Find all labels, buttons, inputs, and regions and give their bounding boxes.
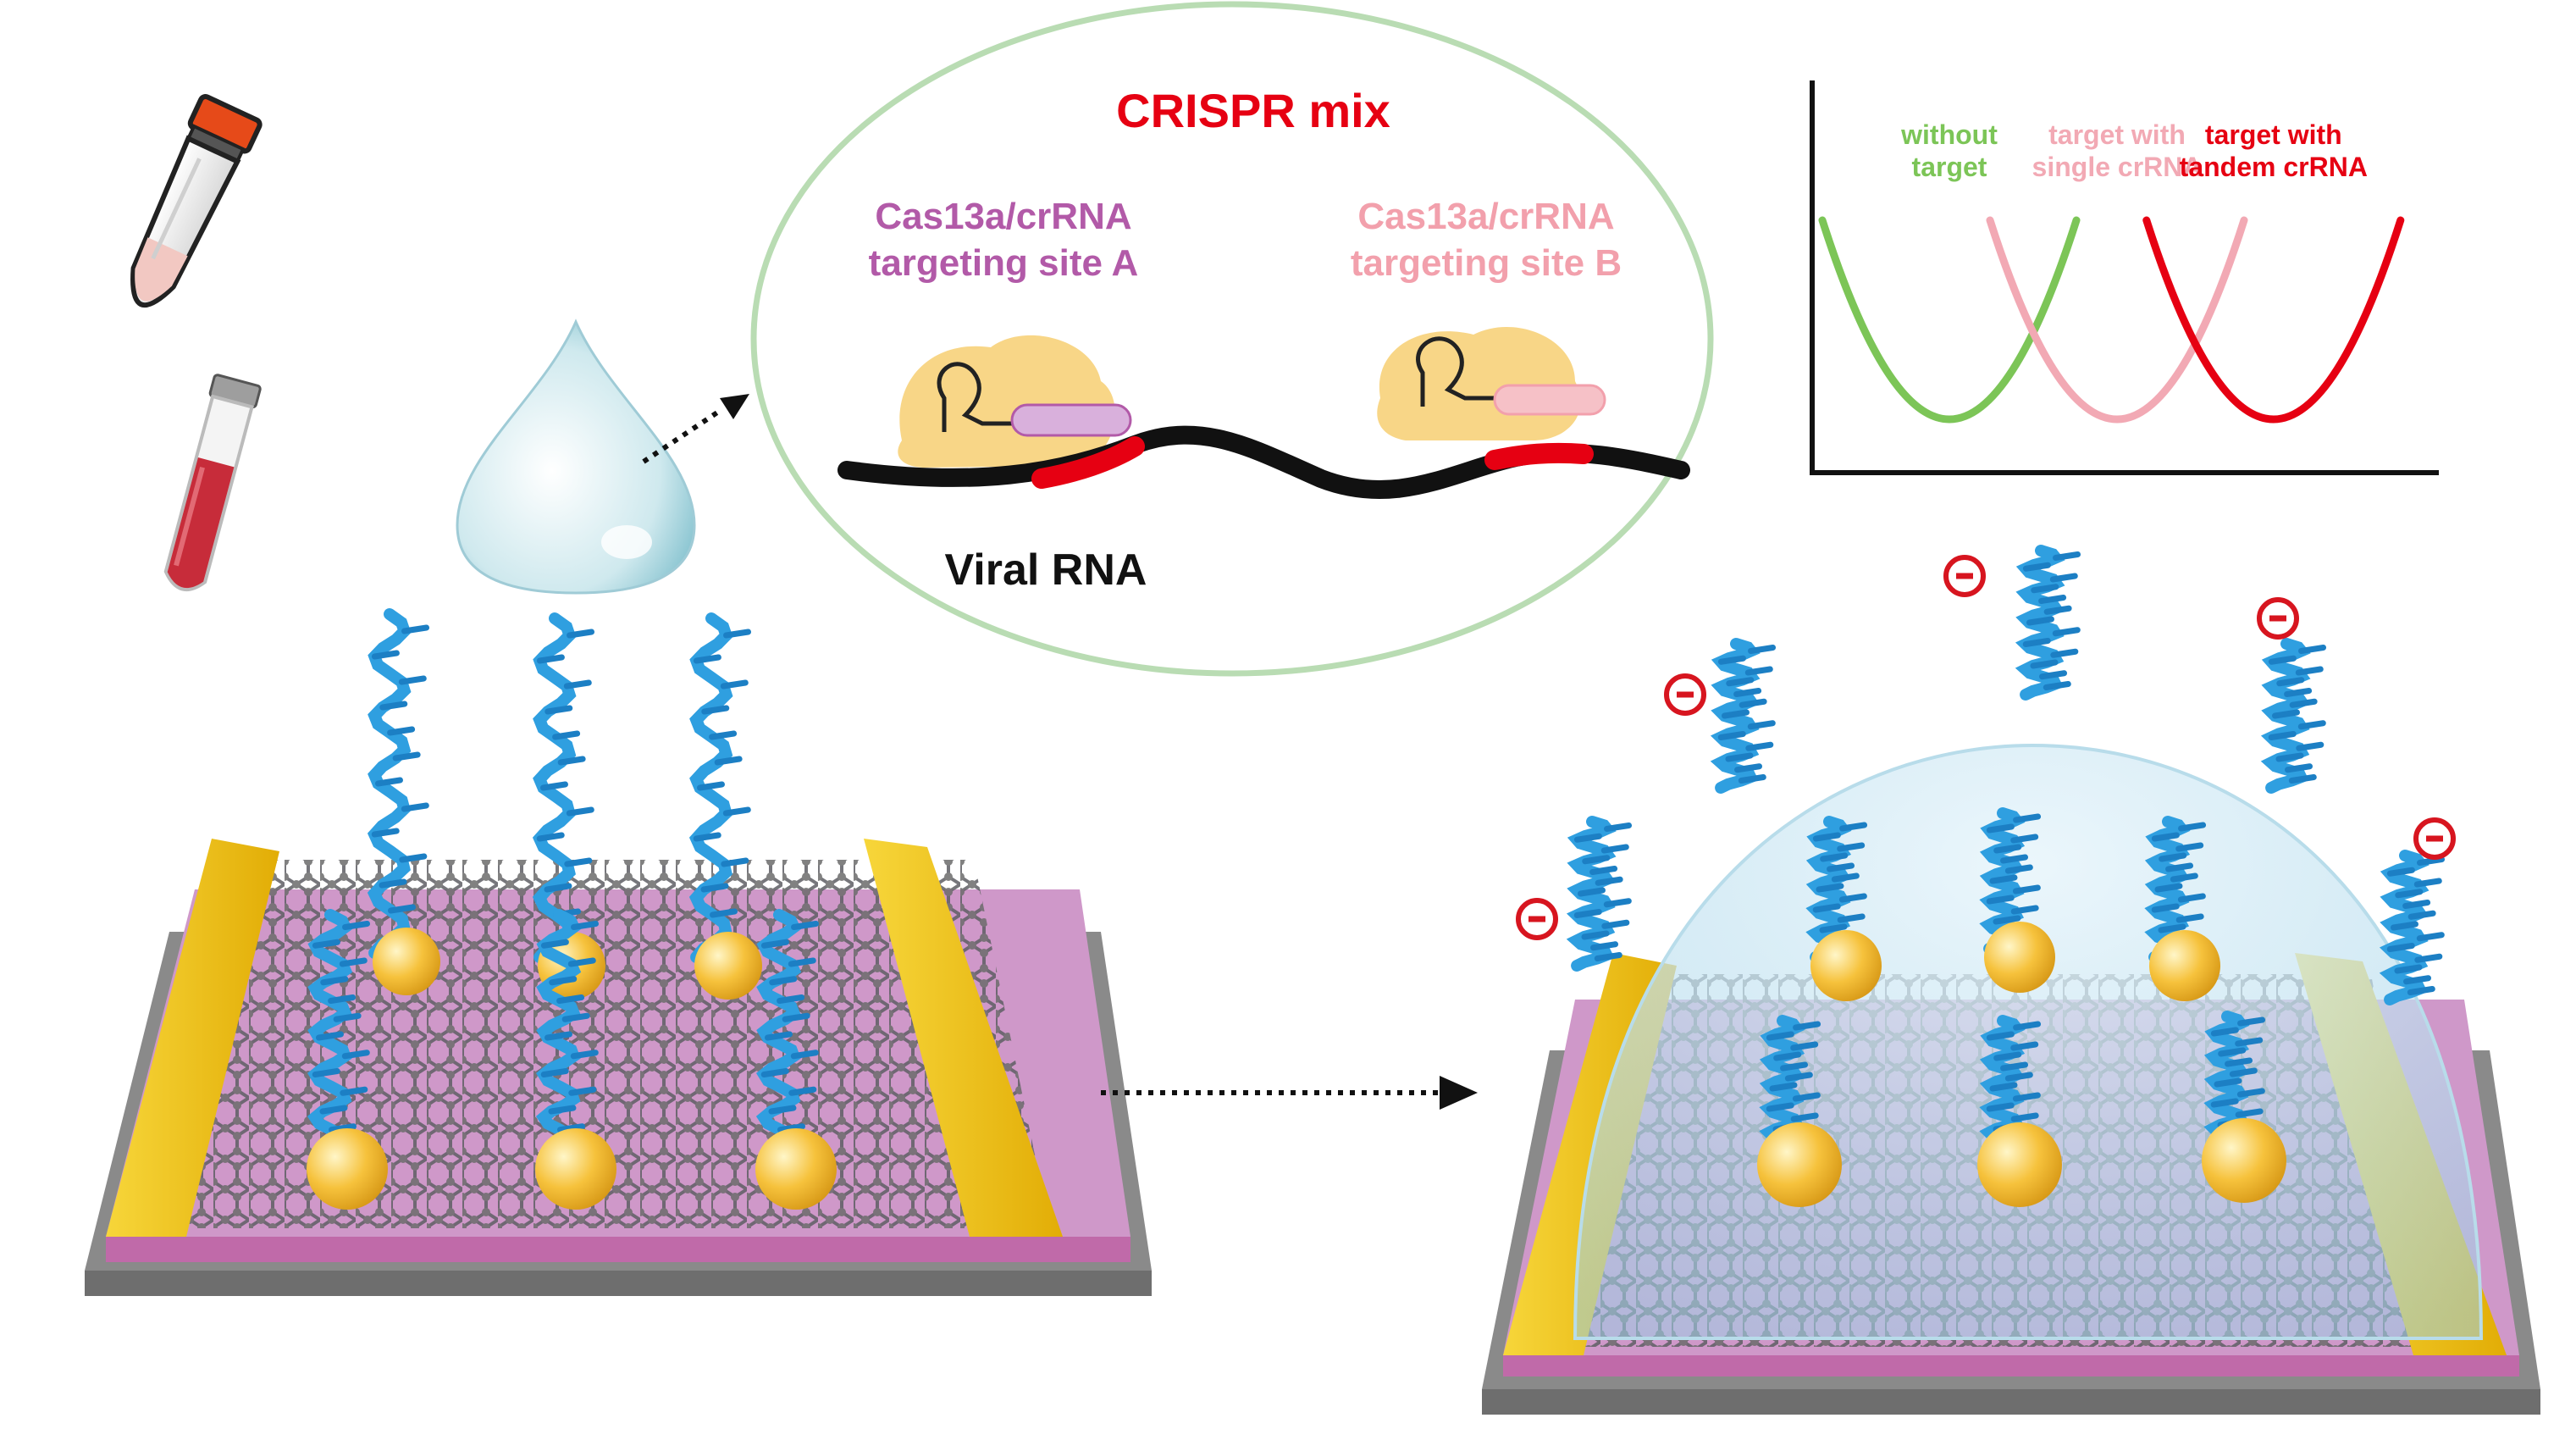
negative-charge-icon: [2257, 597, 2299, 640]
negative-charge-icon: [1516, 898, 1558, 940]
rna-reporter-probe: [688, 612, 752, 963]
rna-reporter-probe: [367, 608, 430, 959]
siteA-line2: targeting site A: [869, 242, 1139, 284]
chart-series-3: [2142, 216, 2405, 424]
cleaved-rna-fragment: [2379, 850, 2446, 1005]
electrode-left: [106, 839, 279, 1237]
rna-reporter-probe: [532, 612, 595, 963]
legend-label-3-line2: tandem crRNA: [2180, 152, 2368, 182]
device-left: [85, 608, 1152, 1296]
negative-charge-icon: [2413, 817, 2456, 860]
gold-nanoparticle: [694, 932, 762, 1000]
chart-series-2: [1986, 216, 2248, 424]
siteB-line2: targeting site B: [1351, 242, 1622, 284]
blood-tube-icon: [163, 374, 262, 591]
gold-nanoparticle: [535, 1128, 616, 1210]
gold-nanoparticle: [755, 1128, 837, 1210]
legend-label-3-line1: target with: [2205, 119, 2342, 150]
legend-label-1-line2: target: [1912, 152, 1987, 182]
legend-label-1-line1: without: [1900, 119, 1998, 150]
gold-nanoparticle: [1984, 922, 2055, 993]
negative-charge-icon: [1943, 555, 1986, 597]
device-right: [1482, 545, 2540, 1415]
cleaved-rna-fragment: [1566, 816, 1633, 972]
cleaved-rna-fragment: [1710, 638, 1777, 794]
target-site-a: [1031, 436, 1145, 489]
cas13a-complex-a: [898, 335, 1132, 468]
arrow-left-to-right: [1101, 1076, 1478, 1110]
rna-reporter-probe: [535, 909, 600, 1166]
arrow-droplet-to-mix: [642, 394, 749, 464]
legend-label-2-line1: target with: [2048, 119, 2186, 150]
gold-nanoparticle: [2149, 930, 2220, 1001]
siteB-line1: Cas13a/crRNA: [1357, 196, 1614, 237]
rna-reporter-probe: [755, 909, 820, 1166]
gold-nanoparticle: [2202, 1118, 2286, 1203]
siteA-line1: Cas13a/crRNA: [875, 196, 1131, 237]
droplet-icon: [456, 318, 696, 595]
gold-nanoparticle: [1810, 930, 1882, 1001]
viral-rna-label: Viral RNA: [945, 546, 1147, 595]
gold-nanoparticle: [1977, 1122, 2062, 1207]
cleaved-rna-fragment: [2260, 638, 2327, 794]
crispr-title: CRISPR mix: [1116, 84, 1390, 137]
crispr-mix-bubble: CRISPR mix Cas13a/crRNA targeting site A…: [750, 1, 1714, 677]
negative-charge-icon: [1664, 673, 1706, 716]
cleaved-reporter-stub: [2203, 1011, 2266, 1158]
gold-nanoparticle: [373, 928, 440, 995]
electrode-right: [864, 839, 1063, 1237]
legend-label-2-line2: single crRNA: [2032, 152, 2203, 182]
gold-nanoparticle: [1757, 1122, 1842, 1207]
chart-series-1: [1818, 216, 2081, 424]
cas13a-complex-b: [1377, 327, 1606, 440]
sample-tube-icon: [130, 94, 263, 307]
cleaved-rna-fragment: [2015, 545, 2081, 701]
target-site-b: [1484, 442, 1594, 470]
sample-dome: [1573, 743, 2484, 1340]
gold-nanoparticle: [307, 1128, 388, 1210]
